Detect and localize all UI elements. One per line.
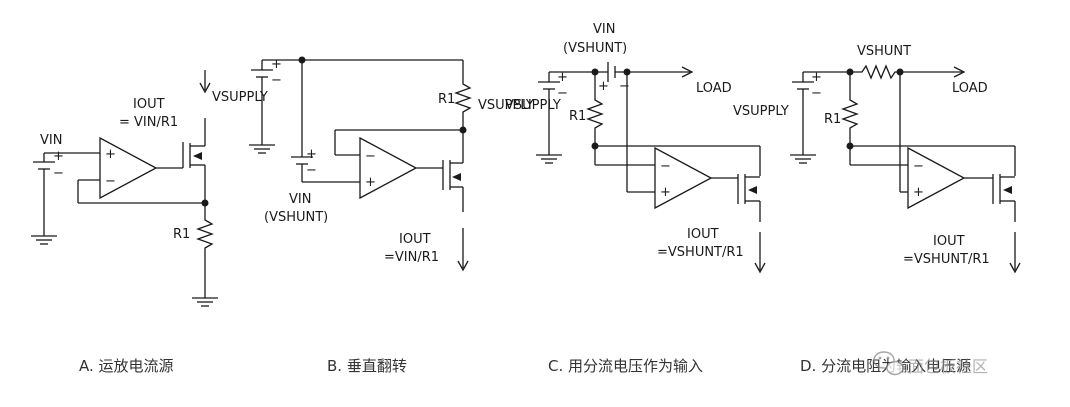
vin-label: VIN	[593, 22, 615, 37]
r1-resistor	[454, 60, 472, 130]
plus-sign-d1: +	[811, 70, 822, 85]
minus-sign-d1: −	[811, 86, 822, 101]
iout-label: IOUT	[133, 97, 165, 112]
diagram-a: VIN + − + − IOUT = VIN/R1 VSUPPLY	[30, 70, 268, 307]
plus-sign-c1: +	[557, 70, 568, 85]
vsupply-label: VSUPPLY	[478, 98, 534, 113]
minus-input-sign: −	[365, 149, 376, 164]
mosfet	[182, 118, 206, 203]
plus-sign-b1: +	[271, 57, 282, 72]
r1-label: R1	[824, 112, 841, 127]
iout-formula: = VIN/R1	[119, 115, 178, 130]
minus-input-sign: −	[913, 159, 924, 174]
caption-d: D. 分流电阻为输入电压源	[800, 357, 971, 375]
iout-label: IOUT	[399, 232, 431, 247]
caption-c: C. 用分流电压作为输入	[548, 357, 703, 375]
watermark: 面包板社区	[873, 351, 988, 376]
shunt-resistor	[850, 64, 900, 80]
minus-input-sign: −	[660, 159, 671, 174]
mosfet	[992, 174, 1016, 222]
r1-resistor	[196, 203, 214, 298]
op-amp	[77, 137, 205, 204]
load-label: LOAD	[696, 81, 732, 96]
vsupply-label: VSUPPLY	[212, 90, 268, 105]
vshunt-label: (VSHUNT)	[264, 210, 328, 225]
iout-formula: =VSHUNT/R1	[903, 252, 990, 267]
vshunt-label: (VSHUNT)	[563, 41, 627, 56]
r1-label: R1	[569, 109, 586, 124]
plus-input-sign: +	[913, 185, 924, 200]
diagram-d: VSHUNT + − VSUPPLY LOAD R1 − +	[733, 44, 1021, 274]
vin-label: VIN	[40, 133, 62, 148]
minus-sign-c2: −	[619, 79, 630, 94]
vsupply-label: VSUPPLY	[505, 98, 561, 113]
vin-label: VIN	[289, 192, 311, 207]
vin-battery	[30, 152, 100, 245]
plus-sign-b2: +	[306, 147, 317, 162]
plus-sign: +	[53, 149, 64, 164]
caption-b: B. 垂直翻转	[327, 357, 407, 375]
vsupply-label: VSUPPLY	[733, 104, 789, 119]
r1-resistor	[586, 72, 604, 146]
iout-formula: =VSHUNT/R1	[657, 245, 744, 260]
load-label: LOAD	[952, 81, 988, 96]
minus-input-sign: −	[105, 174, 116, 189]
minus-sign-c1: −	[557, 86, 568, 101]
wechat-icon	[873, 351, 904, 376]
caption-a: A. 运放电流源	[79, 357, 174, 375]
plus-input-sign: +	[365, 175, 376, 190]
mosfet	[442, 130, 464, 212]
r1-resistor	[841, 72, 859, 146]
iout-formula: =VIN/R1	[384, 250, 439, 265]
minus-sign: −	[53, 166, 64, 181]
diagram-b: + − + − VIN (VSHUNT) R1 VSUPPLY − +	[248, 56, 534, 272]
iout-label: IOUT	[687, 227, 719, 242]
plus-input-sign: +	[105, 147, 116, 162]
r1-label: R1	[438, 92, 455, 107]
r1-label: R1	[173, 227, 190, 242]
minus-sign-b1: −	[271, 73, 282, 88]
diagram-c: VIN (VSHUNT) + − VSUPPLY LOAD + − R1	[505, 22, 766, 274]
plus-input-sign: +	[660, 185, 671, 200]
iout-label: IOUT	[933, 234, 965, 249]
vshunt-label: VSHUNT	[857, 44, 911, 59]
plus-sign-c2: +	[598, 79, 609, 94]
minus-sign-b2: −	[306, 163, 317, 178]
mosfet	[737, 174, 761, 222]
watermark-text: 面包板社区	[908, 357, 988, 376]
